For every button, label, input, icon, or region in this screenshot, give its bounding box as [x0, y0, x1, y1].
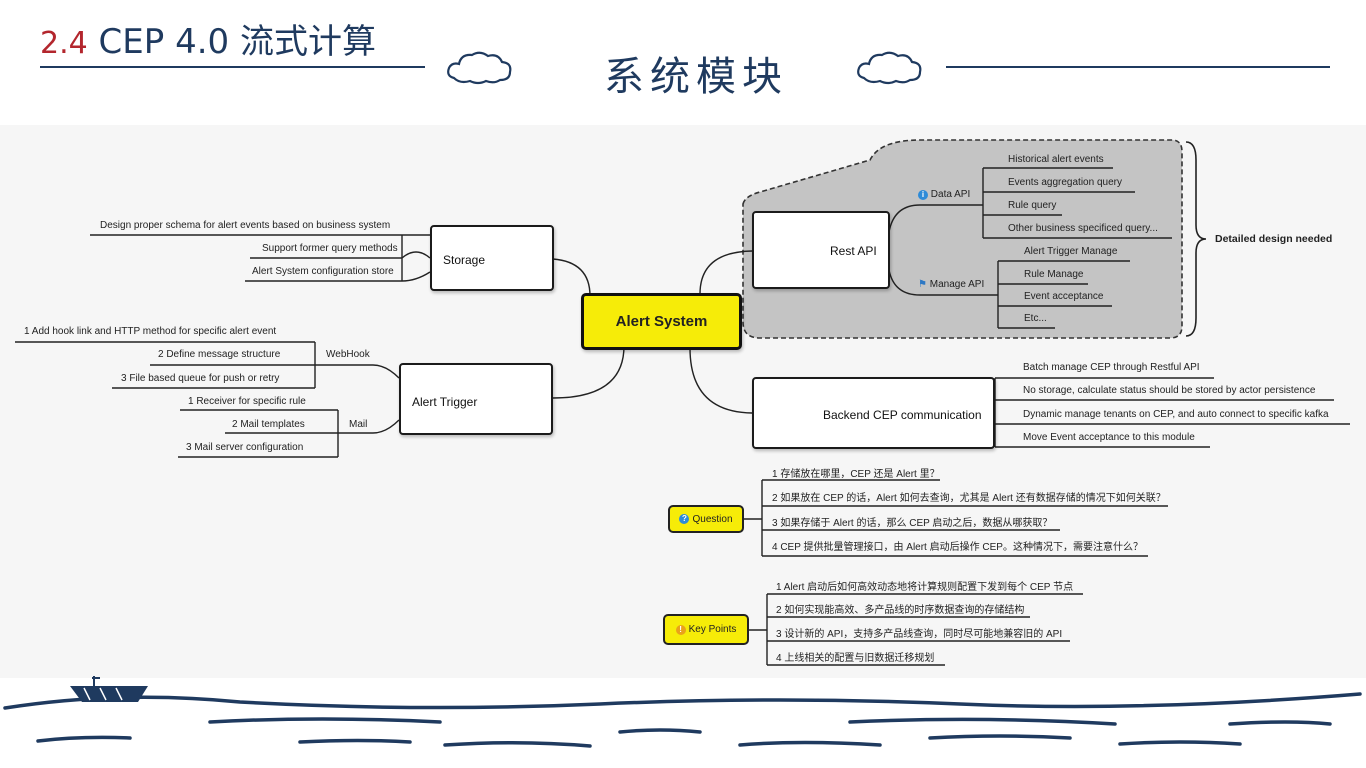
manage-api-label-text: Manage API	[929, 279, 985, 290]
connector-storage	[552, 258, 591, 297]
backend-cep-node[interactable]: Backend CEP communication	[752, 377, 995, 449]
key-point-item: 1 Alert 启动后如何高效动态地将计算规则配置下发到每个 CEP 节点	[776, 582, 1074, 593]
backend-item: Dynamic manage tenants on CEP, and auto …	[1023, 409, 1329, 420]
question-item: 2 如果放在 CEP 的话，Alert 如何去查询，尤其是 Alert 还有数据…	[772, 493, 1166, 504]
question-item: 4 CEP 提供批量管理接口，由 Alert 启动后操作 CEP。这种情况下，需…	[772, 542, 1143, 553]
mail-item: 3 Mail server configuration	[186, 442, 304, 453]
mail-item: 2 Mail templates	[232, 419, 305, 430]
slide-number: 2.4	[40, 26, 88, 61]
mail-item: 1 Receiver for specific rule	[188, 396, 306, 407]
alert-trigger-node[interactable]: Alert Trigger	[399, 363, 553, 435]
cloud-icon	[447, 51, 512, 85]
info-icon: i	[918, 190, 928, 200]
connector-backend	[689, 347, 753, 414]
key-point-item: 2 如何实现能高效、多产品线的时序数据查询的存储结构	[776, 605, 1025, 616]
slide-subtitle: 系统模块	[604, 54, 788, 100]
boat-icon	[70, 676, 148, 702]
question-tag-label: Question	[692, 513, 733, 525]
webhook-item: 1 Add hook link and HTTP method for spec…	[24, 326, 277, 337]
webhook-item: 2 Define message structure	[158, 349, 281, 360]
key-point-item: 4 上线相关的配置与旧数据迁移规划	[776, 653, 935, 664]
slide-title-text: CEP 4.0 流式计算	[98, 22, 376, 62]
slide-title: 2.4 CEP 4.0 流式计算	[40, 14, 376, 63]
storage-node[interactable]: Storage	[430, 225, 554, 291]
key-points-tag-label: Key Points	[688, 624, 737, 635]
storage-item: Design proper schema for alert events ba…	[100, 220, 391, 231]
rest-api-node[interactable]: Rest API	[752, 211, 890, 289]
mail-label: Mail	[349, 419, 368, 430]
question-item: 1 存储放在哪里，CEP 还是 Alert 里？	[772, 469, 940, 480]
manage-api-item: Etc...	[1024, 313, 1047, 324]
webhook-label: WebHook	[326, 349, 370, 360]
webhook-item: 3 File based queue for push or retry	[121, 373, 280, 384]
data-api-item: Other business specificed query...	[1008, 223, 1158, 234]
central-node-label: Alert System	[615, 313, 708, 330]
manage-api-item: Event acceptance	[1024, 291, 1104, 302]
key-point-item: 3 设计新的 API，支持多产品线查询，同时尽可能地兼容旧的 API	[776, 629, 1063, 640]
manage-api-item: Rule Manage	[1024, 269, 1084, 280]
key-points-tag[interactable]: ! Key Points	[663, 614, 749, 645]
storage-item: Alert System configuration store	[252, 266, 394, 277]
rest-api-node-label: Rest API	[830, 244, 877, 258]
data-api-label: i Data API	[918, 189, 970, 200]
question-item: 3 如果存储于 Alert 的话，那么 CEP 启动之后，数据从哪获取？	[772, 518, 1053, 529]
central-node[interactable]: Alert System	[581, 293, 742, 350]
detail-note: Detailed design needed	[1215, 233, 1333, 245]
backend-item: Move Event acceptance to this module	[1023, 432, 1195, 443]
data-api-item: Rule query	[1008, 200, 1057, 211]
data-api-item: Events aggregation query	[1008, 177, 1122, 188]
alert-trigger-node-label: Alert Trigger	[412, 395, 478, 409]
manage-api-item: Alert Trigger Manage	[1024, 246, 1118, 257]
backend-cep-node-label: Backend CEP communication	[823, 408, 982, 422]
question-icon: ?	[679, 514, 690, 524]
manage-api-label: ⚑ Manage API	[918, 279, 984, 290]
detail-brace	[1185, 141, 1207, 337]
connector-alert-trigger	[552, 345, 625, 399]
data-api-label-text: Data API	[930, 189, 971, 200]
connector-rest-api	[699, 250, 753, 295]
storage-item: Support former query methods	[262, 243, 398, 254]
wave-decoration	[3, 692, 1362, 748]
storage-node-label: Storage	[443, 253, 486, 267]
backend-item: Batch manage CEP through Restful API	[1023, 362, 1200, 373]
flag-icon: ⚑	[918, 279, 927, 290]
backend-item: No storage, calculate status should be s…	[1023, 385, 1316, 396]
cloud-icon	[857, 51, 922, 85]
data-api-item: Historical alert events	[1008, 154, 1104, 165]
header-rule	[946, 66, 1330, 68]
title-underline	[40, 66, 425, 68]
question-tag[interactable]: ? Question	[668, 505, 744, 533]
key-points-icon: !	[675, 624, 686, 635]
